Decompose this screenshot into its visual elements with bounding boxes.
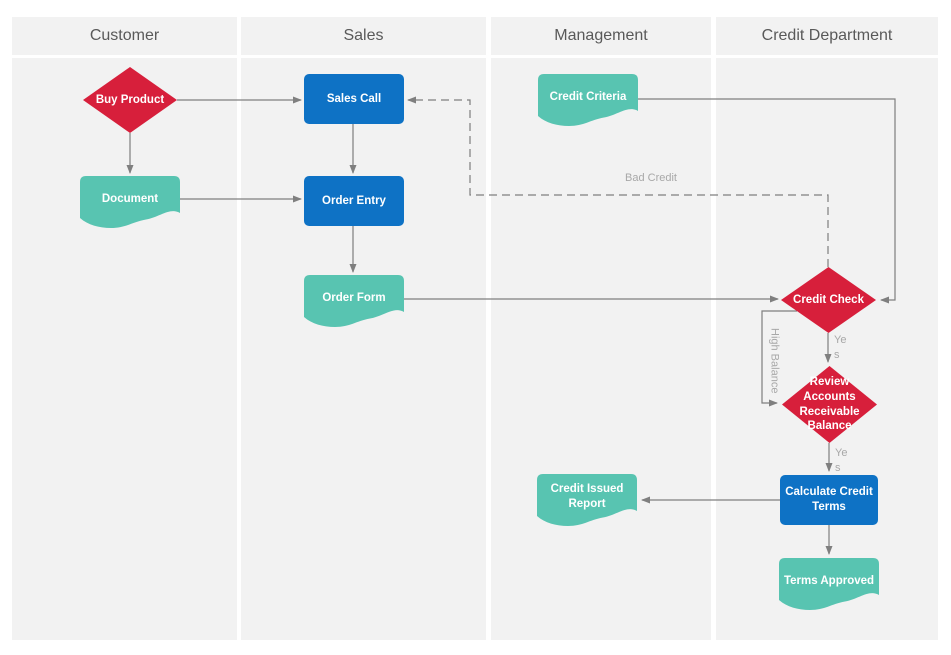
node-label: Credit Issued Report — [550, 483, 624, 510]
node-terms-approved: Terms Approved — [779, 558, 879, 610]
lane-customer — [12, 58, 237, 640]
lane-header-management: Management — [491, 17, 711, 55]
node-label: Credit Check — [793, 293, 864, 306]
edge-label-bad-credit: Bad Credit — [625, 172, 677, 184]
node-label: Order Form — [322, 291, 386, 304]
document-shape — [80, 176, 180, 228]
node-document: Document — [80, 176, 180, 228]
lane-sales — [241, 58, 486, 640]
node-order-form: Order Form — [304, 275, 404, 327]
lane-header-sales: Sales — [241, 17, 486, 55]
document-shape — [304, 275, 404, 327]
node-label: Sales Call — [326, 92, 382, 105]
node-credit-issued-report: Credit Issued Report — [537, 474, 637, 526]
lane-title: Management — [554, 27, 648, 44]
node-label: Credit Criteria — [549, 90, 627, 103]
lane-header-customer: Customer — [12, 17, 237, 55]
edge-label-high-balance: High Balance — [768, 328, 781, 394]
lane-title: Customer — [89, 27, 160, 44]
edge-label-yes-2: Ye s — [835, 447, 848, 475]
node-label: Calculate Credit Terms — [785, 486, 873, 513]
node-review-ar-balance: Review Accounts Receivable Balance — [782, 366, 877, 443]
node-sales-call: Sales Call — [304, 74, 404, 124]
node-label: Review Accounts Receivable Balance — [799, 375, 860, 433]
lane-header-credit-department: Credit Department — [716, 17, 938, 55]
diamond-shape — [782, 366, 877, 443]
node-order-entry: Order Entry — [304, 176, 404, 226]
lane-title: Credit Department — [761, 27, 893, 44]
node-label: Order Entry — [322, 194, 386, 207]
lane-title: Sales — [343, 27, 384, 44]
lane-credit-department — [716, 58, 938, 640]
document-shape — [537, 474, 637, 526]
node-credit-check: Credit Check — [781, 267, 876, 333]
node-label: Terms Approved — [783, 574, 875, 587]
node-label: Buy Product — [95, 93, 165, 106]
node-buy-product: Buy Product — [83, 67, 177, 133]
lane-management — [491, 58, 711, 640]
edge-label-yes-1: Ye s — [834, 334, 847, 362]
node-credit-criteria: Credit Criteria — [538, 74, 638, 126]
node-label: Document — [101, 192, 159, 205]
node-calculate-credit-terms: Calculate Credit Terms — [780, 475, 878, 525]
document-shape — [779, 558, 879, 610]
diamond-shape — [83, 67, 177, 133]
